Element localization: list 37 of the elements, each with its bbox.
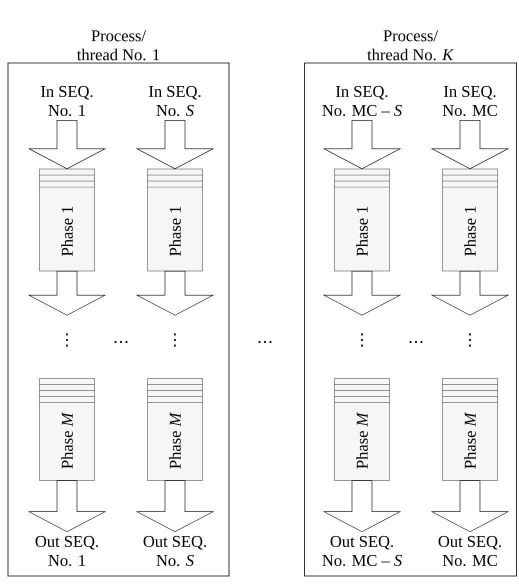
block-arrow	[430, 480, 510, 532]
phase-box: Phase 1	[147, 168, 203, 272]
phase-box: Phase M	[39, 378, 95, 481]
ellipsis: ⋮	[174, 333, 176, 347]
block-arrow	[28, 120, 106, 170]
block-arrow	[28, 480, 106, 532]
block-arrow	[430, 270, 510, 316]
sequence-label: In SEQ. No. 1	[41, 86, 92, 116]
block-arrow	[322, 480, 402, 532]
block-arrow	[136, 480, 214, 532]
ellipsis: …	[258, 341, 272, 344]
sequence-label: Out SEQ. No. MC – S	[322, 536, 402, 566]
ellipsis: ⋮	[66, 333, 68, 347]
block-arrow	[28, 270, 106, 316]
sequence-label: Out SEQ. No. 1	[36, 536, 98, 566]
sequence-label: Out SEQ. No. MC	[438, 536, 501, 566]
ellipsis: ⋮	[361, 333, 363, 347]
phase-box: Phase 1	[442, 168, 498, 272]
phase-box: Phase 1	[39, 168, 95, 272]
sequence-label: Out SEQ. No. S	[144, 536, 206, 566]
ellipsis: ⋮	[469, 333, 471, 347]
block-arrow	[136, 270, 214, 316]
node-label: Process/ thread No. 1	[76, 30, 160, 60]
phase-box: Phase 1	[334, 168, 390, 272]
sequence-label: In SEQ. No. MC – S	[322, 86, 402, 116]
block-arrow	[430, 120, 510, 170]
sequence-label: In SEQ. No. MC	[442, 86, 497, 116]
phase-box: Phase M	[334, 378, 390, 481]
node-label: Process/ thread No. K	[367, 30, 454, 60]
block-arrow	[136, 120, 214, 170]
sequence-label: In SEQ. No. S	[149, 86, 200, 116]
block-arrow	[322, 120, 402, 170]
ellipsis: …	[114, 341, 128, 344]
block-arrow	[322, 270, 402, 316]
ellipsis: …	[410, 341, 422, 344]
phase-box: Phase M	[442, 378, 498, 481]
phase-box: Phase M	[147, 378, 203, 481]
